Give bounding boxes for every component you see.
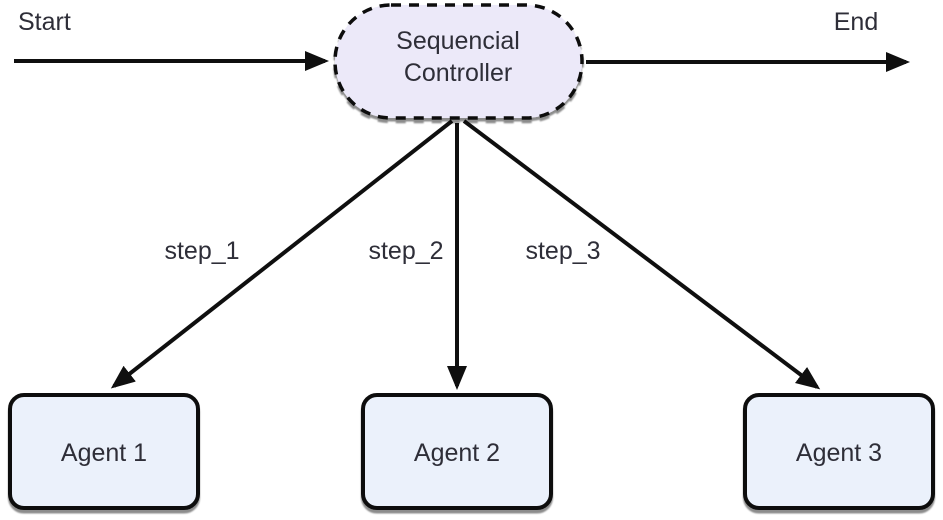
start-label: Start (18, 8, 71, 36)
agent-3-label: Agent 3 (796, 439, 882, 467)
edge-label-step-1: step_1 (164, 237, 239, 265)
edge-step-3 (462, 119, 821, 390)
agent-2-node (361, 393, 553, 510)
controller-node (333, 3, 584, 120)
edge-label-step-3: step_3 (525, 237, 600, 265)
end-label: End (834, 8, 878, 36)
controller-label-line1: Sequencial (396, 27, 520, 55)
edge-step-1 (110, 119, 454, 389)
agent-2-label: Agent 2 (414, 439, 500, 467)
agent-1-node (8, 393, 200, 510)
agent-1-label: Agent 1 (61, 439, 147, 467)
controller-label-line2: Controller (404, 59, 512, 87)
edge-label-step-2: step_2 (368, 237, 443, 265)
agent-3-node (743, 393, 935, 510)
